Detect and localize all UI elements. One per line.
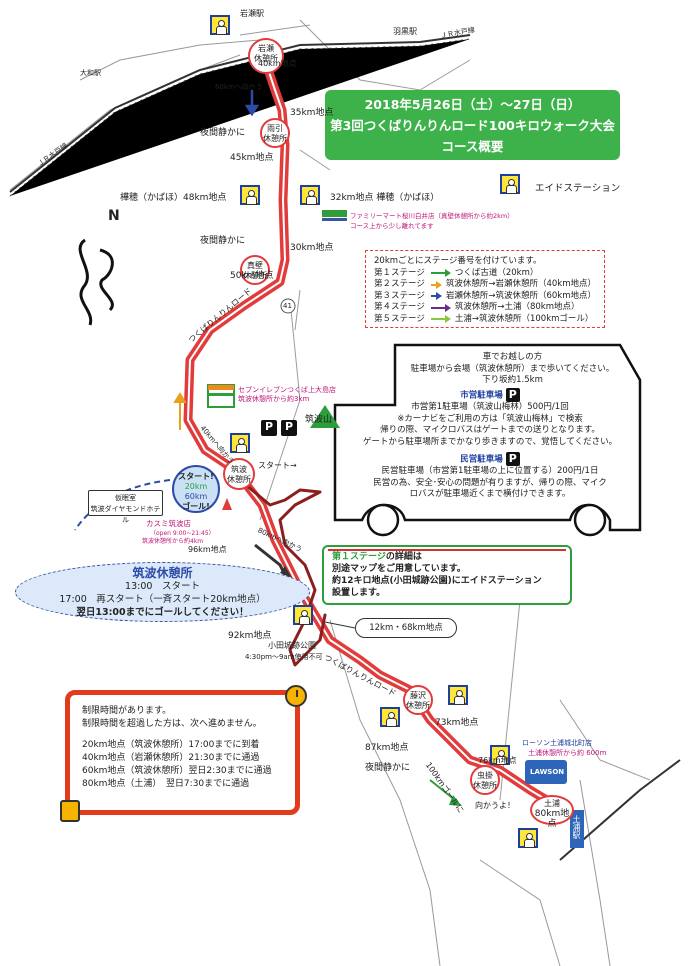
event-title-banner: 2018年5月26日（土）～27日（日） 第3回つくばりんりんロード100キロウ… — [325, 90, 620, 160]
checklist-icon — [60, 800, 80, 822]
yamato-station-label: 大和駅 — [80, 69, 101, 77]
oda-park-label: 小田城跡公園 — [268, 641, 316, 650]
km45-label: 45km地点 — [230, 153, 274, 163]
stage-legend-header: 20kmごとにステージ番号を付けています。 — [374, 256, 542, 266]
event-subtitle: コース概要 — [441, 139, 504, 154]
stage-row: 第３ステージ岩瀬休憩所→筑波休憩所（60km地点） — [374, 290, 596, 301]
aid-station-icon — [230, 433, 250, 453]
tsukuba-rest-area-info: 筑波休憩所 13:00 スタート 17:00 再スタート（一斉スタート20km地… — [15, 562, 310, 622]
km92-label: 92km地点 — [228, 631, 272, 641]
haguro-station-label: 羽黒駅 — [393, 27, 417, 36]
fujisawa-rest-station: 藤沢休憩所 — [403, 685, 433, 715]
stage1-info-box: 第１ステージの詳細は 別途マップをご用意しています。 約12キロ地点(小田城跡公… — [322, 545, 572, 605]
event-name: 第3回つくばりんりんロード100キロウォーク大会 — [330, 118, 615, 133]
hotel-callout: 仮眠室筑波ダイヤモンドホテル — [88, 490, 163, 524]
kabaho-48km-label: 樺穂（かばほ）48km地点 — [120, 193, 227, 203]
stage-legend: 20kmごとにステージ番号を付けています。 第１ステージつくば古道（20km） … — [365, 250, 605, 328]
seven-eleven-distance: 筑波休憩所から約3km — [238, 395, 310, 403]
quiet-night-label-1: 夜間静かに — [200, 128, 246, 138]
iwase-rest-station: 岩瀬休憩所 — [248, 38, 284, 74]
oda-park-hours: 4:30pm～9am使用不可 — [245, 653, 323, 661]
time-limit-row: 60km地点（筑波休憩所）翌日2:30までに通過 — [82, 766, 272, 776]
time-limit-line1: 制限時間があります。 — [82, 706, 172, 716]
aid-station-icon — [300, 185, 320, 205]
aid-station-icon — [240, 185, 260, 205]
iwase-station-label: 岩瀬駅 — [240, 9, 264, 18]
kasumi-distance: 筑波休憩所から約4km — [142, 538, 204, 545]
familymart-label: ファミリーマート桜川白井店（真壁休憩所から約2km） — [350, 212, 514, 220]
stage-row: 第５ステージ土浦→筑波休憩所（100kmゴール） — [374, 313, 594, 324]
time-limit-box: 制限時間があります。 制限時間を超過した方は、次へ進めません。 20km地点（筑… — [65, 690, 300, 815]
tsukuba-rest-station: 筑波休憩所 — [223, 458, 255, 490]
iwase-km-label: 40km地点 — [258, 59, 297, 68]
parking-icon: P — [281, 420, 297, 436]
parking-icon: P — [505, 388, 520, 402]
to-60km-label: 60kmへ向かう — [215, 83, 263, 91]
time-limit-line2: 制限時間を超過した方は、次へ進めません。 — [82, 719, 262, 729]
rest-area-row3: 翌日13:00までにゴールしてください！ — [76, 607, 249, 618]
time-limit-row: 40km地点（岩瀬休憩所）21:30までに通過 — [82, 753, 260, 763]
km76-label: 76km地点 — [478, 756, 517, 765]
lawson-label: ローソン土浦城北町店 — [522, 739, 592, 747]
aid-station-icon — [293, 605, 313, 625]
aid-station-icon — [210, 15, 230, 35]
time-limit-row: 80km地点（土浦） 翌日7:30までに通過 — [82, 779, 250, 789]
clock-icon — [285, 685, 307, 707]
km87-label: 87km地点 — [365, 743, 409, 753]
event-date: 2018年5月26日（土）～27日（日） — [364, 97, 581, 112]
to-100km-label-2: 向かうよ！ — [475, 801, 515, 810]
aid-station-icon — [518, 828, 538, 848]
stage-row: 第２ステージ筑波休憩所→岩瀬休憩所（40km地点） — [374, 279, 596, 289]
kasumi-open-hours: （open 9:00~21:45） — [150, 530, 215, 537]
parking-icon: P — [505, 452, 520, 466]
aid-station-icon — [448, 685, 468, 705]
lawson-sign: LAWSON — [530, 768, 565, 776]
rest-area-row1: 13:00 スタート — [125, 581, 200, 592]
lawson-distance: 土浦休憩所から約 600m — [528, 749, 607, 757]
km96-label: 96km地点 — [188, 545, 227, 554]
km35-label: 35km地点 — [290, 108, 334, 118]
aid-station-legend-label: エイドステーション — [535, 183, 621, 194]
start-goal-marker: スタート! 20km 60km ゴール! — [172, 465, 220, 513]
mount-tsukuba-label: 筑波山 — [305, 415, 333, 425]
quiet-night-label-2: 夜間静かに — [200, 236, 246, 246]
aid-station-icon — [490, 745, 510, 765]
tsuchiura-station-label: 土浦駅 — [572, 815, 581, 839]
km12-68-callout: 12km・68km地点 — [355, 618, 457, 638]
stage-row: 第４ステージ筑波休憩所→土浦（80km地点） — [374, 302, 580, 312]
parking-icon: P — [261, 420, 277, 436]
amabiki-rest-station: 雨引休憩所 — [260, 118, 290, 148]
kabaho-32km-label: 32km地点 樺穂（かばほ） — [330, 193, 440, 203]
parking-intro: 車でお越しの方 駐車場から会場（筑波休憩所）まで歩いてください。 下り坂約1.5… — [410, 352, 615, 385]
makabe-rest-station: 真壁休憩所 — [240, 255, 270, 285]
aid-station-icon — [380, 707, 400, 727]
familymart-note: コース上から少し離れてます — [350, 222, 434, 230]
km30-label: 30km地点 — [290, 243, 334, 253]
seven-eleven-label: セブンイレブンつくば上大島店 — [238, 386, 336, 394]
rest-area-title: 筑波休憩所 — [132, 566, 193, 580]
km50-label: 50km地点 — [230, 271, 274, 281]
torazuka-rest-station: 虫掛休憩所 — [470, 765, 500, 795]
start-arrow-label: スタート→ — [258, 461, 297, 470]
quiet-night-label-3: 夜間静かに — [365, 763, 411, 773]
stage-row: 第１ステージつくば古道（20km） — [374, 267, 539, 278]
time-limit-row: 20km地点（筑波休憩所）17:00までに到着 — [82, 740, 260, 750]
km73-label: 73km地点 — [435, 718, 479, 728]
route-41-label: 41 — [283, 302, 292, 310]
rest-area-row2: 17:00 再スタート（一斉スタート20km地点） — [59, 594, 266, 605]
aid-station-legend-icon — [500, 174, 520, 194]
compass-north: N — [108, 208, 120, 224]
kasumi-label: カスミ筑波店 — [146, 519, 191, 528]
